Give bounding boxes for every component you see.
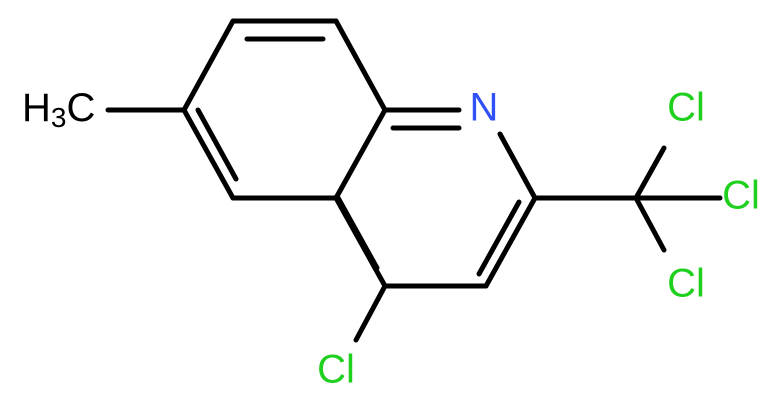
bond-c4-c3	[181, 107, 236, 201]
bond-c4-c3-inner	[195, 107, 239, 182]
bond-c9-c10	[333, 18, 388, 113]
bond-c2-c3r-inner	[476, 199, 522, 277]
ring-chlorine-label: Cl	[317, 348, 355, 392]
ccl3-chlorine-mid-label: Cl	[722, 174, 760, 218]
methyl-label: H3C	[22, 86, 95, 134]
bond-c2-c3r	[483, 195, 538, 289]
bond-c4r-c5-inner	[334, 193, 380, 271]
ccl3-chlorine-bottom-label: Cl	[667, 262, 705, 306]
bond-c3-c8	[181, 18, 236, 113]
bond-ccl3-cl-bottom	[633, 195, 667, 253]
ccl3-chlorine-top-label: Cl	[667, 86, 705, 130]
methyl-label-h: H	[22, 86, 51, 130]
atom-labels: H3C N Cl Cl Cl Cl	[22, 86, 760, 392]
bond-c4r-cl	[353, 283, 388, 343]
methyl-label-subscript: 3	[51, 102, 67, 133]
bond-c10-c5	[333, 107, 388, 201]
bond-ccl3-cl-top	[633, 145, 667, 201]
bonds	[105, 18, 723, 343]
methyl-label-c: C	[66, 86, 95, 130]
nitrogen-label: N	[470, 86, 499, 130]
bond-n-c2	[497, 131, 538, 201]
